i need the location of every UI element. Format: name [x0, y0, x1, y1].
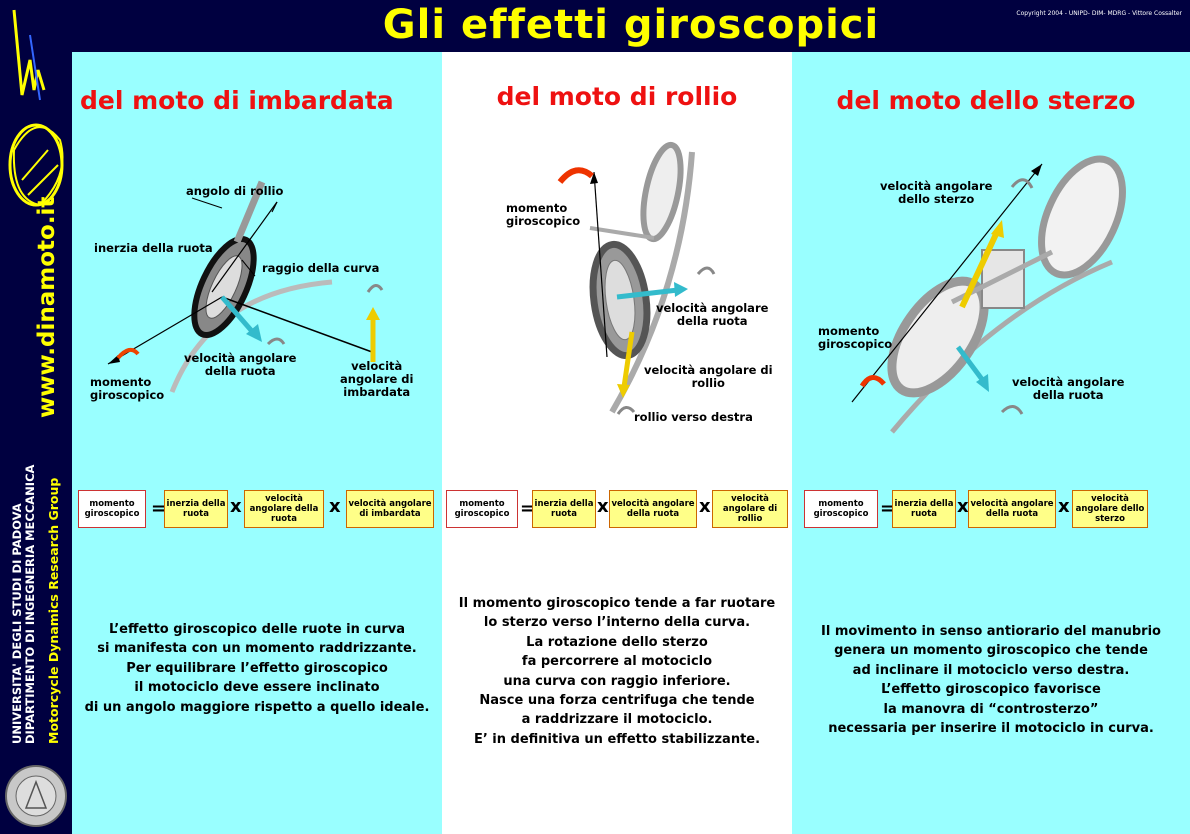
formula-term-yaw-velocity: velocità angolare di imbardata [346, 490, 434, 528]
label-wheel-velocity: velocità angolare della ruota [1012, 375, 1125, 402]
roll-diagram [557, 141, 716, 415]
website-text[interactable]: www.dinamoto.it [34, 196, 60, 418]
times-operator: x [957, 496, 969, 517]
label-yaw-velocity: velocità angolare di imbardata [340, 359, 414, 399]
university-line1: UNIVERSITA' DEGLI STUDI DI PADOVA [10, 503, 24, 744]
label-wheel-velocity: velocità angolare della ruota [184, 351, 297, 378]
label-roll-angle: angolo di rollio [186, 184, 284, 198]
panel-title: del moto di imbardata [80, 86, 394, 115]
formula-sterzo: momento giroscopico = inerzia della ruot… [792, 490, 1190, 530]
label-steer-velocity: velocità angolare dello sterzo [880, 179, 993, 206]
formula-term-inertia: inerzia della ruota [892, 490, 956, 528]
formula-term-wheel-velocity: velocità angolare della ruota [968, 490, 1056, 528]
panel-title: del moto dello sterzo [836, 86, 1136, 115]
label-roll-velocity: velocità angolare di rollio [644, 363, 773, 390]
times-operator: x [699, 496, 711, 517]
label-gyro-moment: momento giroscopico [90, 375, 165, 402]
label-wheel-inertia: inerzia della ruota [94, 241, 213, 255]
formula-rollio: momento giroscopico = inerzia della ruot… [442, 490, 792, 530]
formula-imbardata: momento giroscopico = inerzia della ruot… [72, 490, 442, 530]
panel-description: L’effetto giroscopico delle ruote in cur… [84, 622, 430, 715]
formula-term-moment: momento giroscopico [804, 490, 878, 528]
equals-operator: = [880, 498, 896, 519]
times-operator: x [230, 496, 242, 517]
copyright-text: Copyright 2004 - UNIPD- DIM- MDRG - Vitt… [1016, 10, 1182, 17]
label-gyro-moment: momento giroscopico [818, 324, 893, 351]
panel-description: Il momento giroscopico tende a far ruota… [458, 596, 776, 747]
sidebar: www.dinamoto.it UNIVERSITA' DEGLI STUDI … [0, 0, 72, 834]
yaw-diagram [107, 180, 384, 393]
formula-term-wheel-velocity: velocità angolare della ruota [609, 490, 697, 528]
label-wheel-velocity: velocità angolare della ruota [656, 301, 769, 328]
panel-rollio: del moto di rollio momento giroscopico v… [442, 52, 792, 834]
dinamoto-logo-icon [8, 9, 64, 207]
steer-diagram [851, 155, 1126, 434]
times-operator: x [329, 496, 341, 517]
formula-term-steer-velocity: velocità angolare dello sterzo [1072, 490, 1148, 528]
label-curve-radius: raggio della curva [262, 261, 380, 275]
times-operator: x [1058, 496, 1070, 517]
formula-term-moment: momento giroscopico [446, 490, 518, 528]
header-bar: Gli effetti giroscopici Copyright 2004 -… [72, 0, 1190, 52]
label-roll-right: rollio verso destra [634, 410, 753, 424]
times-operator: x [597, 496, 609, 517]
formula-term-inertia: inerzia della ruota [164, 490, 228, 528]
university-line2: DIPARTIMENTO DI INGEGNERIA MECCANICA [23, 464, 37, 744]
equals-operator: = [151, 498, 167, 519]
panel-description: Il movimento in senso antiorario del man… [821, 624, 1161, 737]
research-group: Motorcycle Dynamics Research Group [46, 477, 61, 744]
page-title: Gli effetti giroscopici [382, 2, 880, 48]
university-seal-icon [5, 765, 67, 827]
label-gyro-moment: momento giroscopico [506, 201, 581, 228]
formula-term-roll-velocity: velocità angolare di rollio [712, 490, 788, 528]
formula-term-inertia: inerzia della ruota [532, 490, 596, 528]
panel-imbardata: del moto di imbardata angolo di rollio i… [72, 52, 442, 834]
panel-sterzo: del moto dello sterzo velocità angolare … [792, 52, 1190, 834]
formula-term-moment: momento giroscopico [78, 490, 146, 528]
panel-title: del moto di rollio [496, 82, 738, 111]
formula-term-wheel-velocity: velocità angolare della ruota [244, 490, 324, 528]
equals-operator: = [520, 498, 536, 519]
